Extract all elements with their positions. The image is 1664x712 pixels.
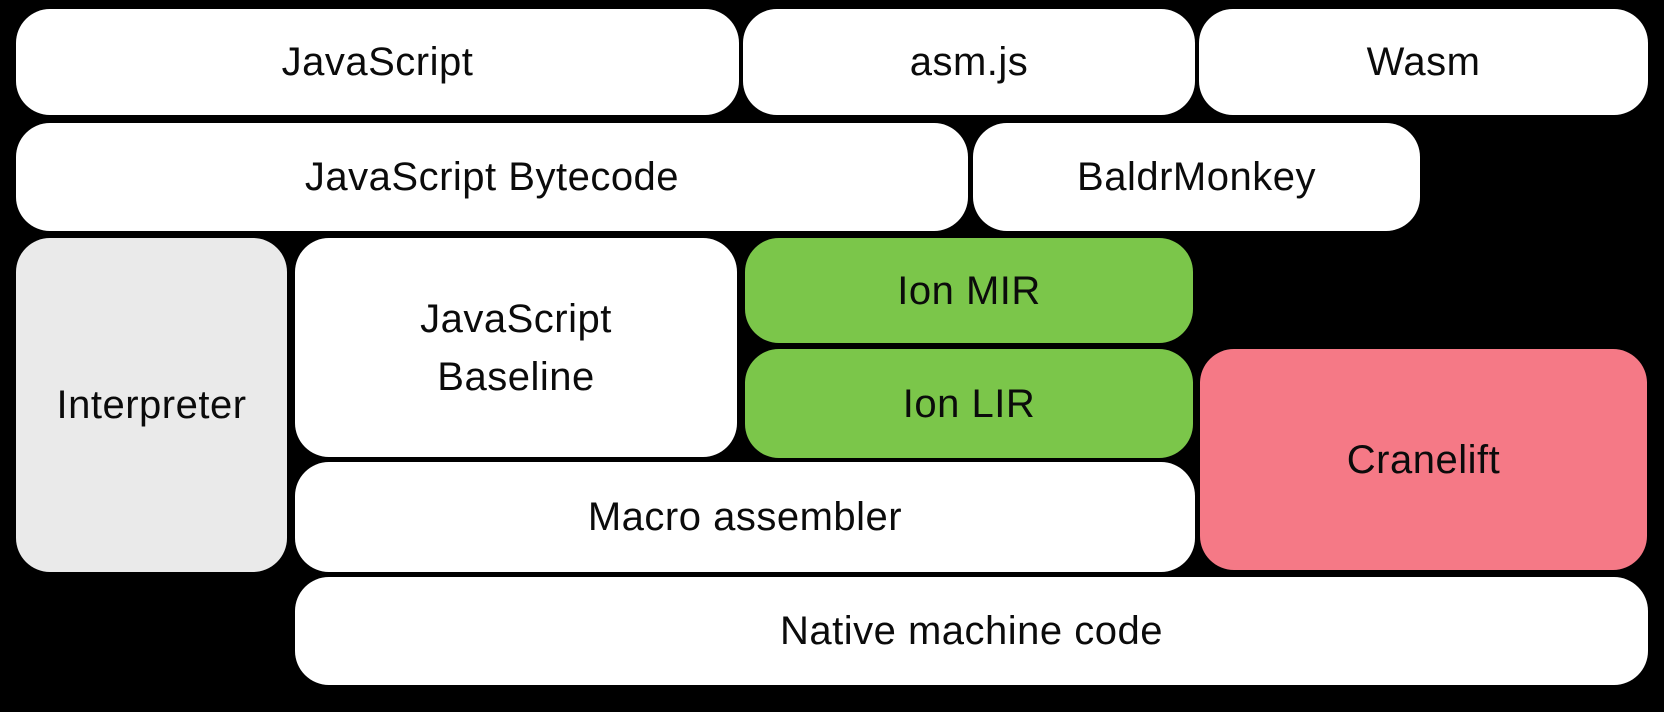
node-cranelift: Cranelift: [1200, 349, 1647, 570]
node-label-wasm: Wasm: [1366, 40, 1481, 84]
node-label-ion-lir: Ion LIR: [902, 381, 1036, 426]
node-label-cranelift: Cranelift: [1346, 437, 1501, 482]
node-label-macro-assembler: Macro assembler: [587, 495, 903, 539]
node-native-machine-code: Native machine code: [295, 577, 1648, 685]
node-label-javascript: JavaScript: [281, 40, 474, 84]
node-interpreter: Interpreter: [16, 238, 287, 572]
node-label-baldrmonkey: BaldrMonkey: [1077, 155, 1316, 199]
node-baldrmonkey: BaldrMonkey: [973, 123, 1420, 231]
node-macro-assembler: Macro assembler: [295, 462, 1195, 572]
node-label-native-machine-code: Native machine code: [779, 609, 1164, 653]
node-javascript-baseline: JavaScript Baseline: [295, 238, 737, 457]
node-asmjs: asm.js: [743, 9, 1195, 115]
node-ion-lir: Ion LIR: [745, 349, 1193, 458]
node-ion-mir: Ion MIR: [745, 238, 1193, 343]
node-javascript: JavaScript: [16, 9, 739, 115]
node-label-interpreter: Interpreter: [56, 383, 247, 427]
node-wasm: Wasm: [1199, 9, 1648, 115]
node-label-asmjs: asm.js: [909, 40, 1029, 84]
node-label-ion-mir: Ion MIR: [897, 268, 1041, 313]
node-javascript-bytecode: JavaScript Bytecode: [16, 123, 968, 231]
node-label-javascript-baseline: JavaScript Baseline: [420, 296, 612, 399]
node-label-javascript-bytecode: JavaScript Bytecode: [304, 155, 680, 199]
